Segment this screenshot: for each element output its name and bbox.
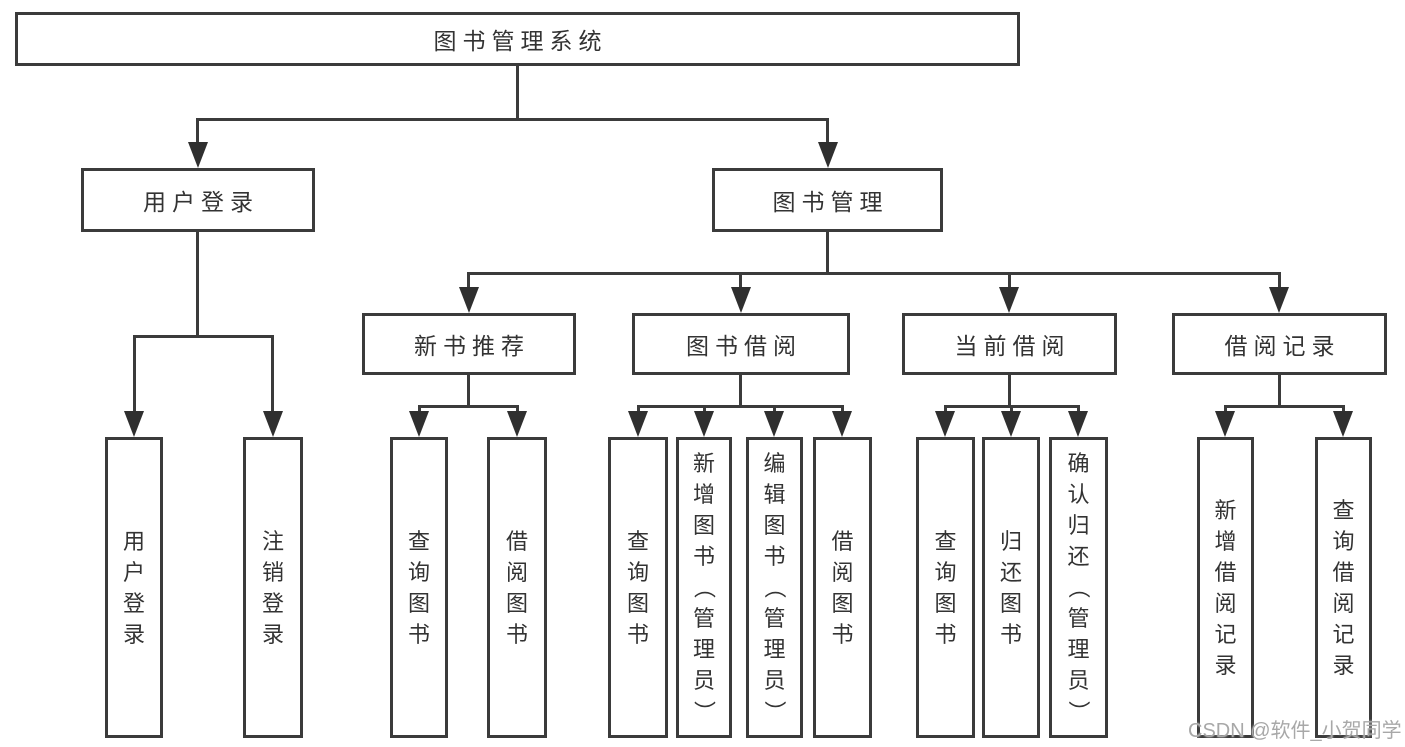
node-library-system: 图书管理系统 [15, 12, 1020, 66]
tree-connector-line [418, 405, 421, 416]
tree-connector-line [196, 232, 199, 337]
arrow-down-icon [694, 411, 714, 437]
tree-connector-line [773, 405, 776, 416]
tree-connector-line [516, 405, 519, 416]
node-leaf-edit-books-admin: 编辑图书（管理员） [746, 437, 803, 738]
tree-connector-line [1224, 405, 1345, 408]
node-leaf-query-books-2: 查询图书 [608, 437, 668, 738]
arrow-down-icon [818, 142, 838, 168]
tree-connector-line [133, 335, 136, 417]
node-leaf-borrow-books-2: 借阅图书 [813, 437, 872, 738]
tree-connector-line [467, 272, 470, 290]
tree-connector-line [196, 118, 199, 146]
node-current-borrowing: 当前借阅 [902, 313, 1117, 375]
tree-connector-line [1010, 405, 1013, 416]
arrow-down-icon [263, 411, 283, 437]
arrow-down-icon [628, 411, 648, 437]
tree-connector-line [418, 405, 519, 408]
arrow-down-icon [832, 411, 852, 437]
tree-connector-line [637, 405, 640, 416]
arrow-down-icon [507, 411, 527, 437]
node-leaf-confirm-return-admin: 确认归还（管理员） [1049, 437, 1108, 738]
tree-connector-line [944, 405, 947, 416]
arrow-down-icon [1001, 411, 1021, 437]
tree-connector-line [703, 405, 706, 416]
tree-connector-line [467, 272, 1281, 275]
node-leaf-user-login: 用户登录 [105, 437, 163, 738]
node-borrow-records: 借阅记录 [1172, 313, 1387, 375]
node-leaf-borrow-books-1: 借阅图书 [487, 437, 547, 738]
arrow-down-icon [764, 411, 784, 437]
tree-connector-line [826, 232, 829, 275]
node-leaf-query-borrow-record: 查询借阅记录 [1315, 437, 1372, 738]
tree-connector-line [841, 405, 844, 416]
tree-connector-line [1077, 405, 1080, 416]
arrow-down-icon [124, 411, 144, 437]
arrow-down-icon [999, 287, 1019, 313]
arrow-down-icon [188, 142, 208, 168]
node-leaf-query-books-3: 查询图书 [916, 437, 975, 738]
node-leaf-logout: 注销登录 [243, 437, 303, 738]
tree-connector-line [739, 375, 742, 408]
node-leaf-add-borrow-record: 新增借阅记录 [1197, 437, 1254, 738]
tree-connector-line [196, 118, 829, 121]
tree-connector-line [1278, 375, 1281, 408]
tree-connector-line [637, 405, 844, 408]
tree-connector-line [1224, 405, 1227, 416]
tree-connector-line [133, 335, 274, 338]
node-book-borrowing: 图书借阅 [632, 313, 850, 375]
node-leaf-query-books-1: 查询图书 [390, 437, 448, 738]
tree-connector-line [826, 118, 829, 146]
tree-connector-line [516, 66, 519, 121]
arrow-down-icon [1333, 411, 1353, 437]
node-leaf-add-books-admin: 新增图书（管理员） [676, 437, 732, 738]
csdn-watermark: CSDN @软件_小贺同学 [1188, 720, 1402, 742]
arrow-down-icon [731, 287, 751, 313]
arrow-down-icon [409, 411, 429, 437]
arrow-down-icon [1068, 411, 1088, 437]
node-book-management: 图书管理 [712, 168, 943, 232]
arrow-down-icon [935, 411, 955, 437]
arrow-down-icon [1215, 411, 1235, 437]
tree-connector-line [1008, 272, 1011, 290]
tree-connector-line [467, 375, 470, 408]
tree-connector-line [1342, 405, 1345, 416]
tree-connector-line [271, 335, 274, 417]
tree-connector-line [1008, 375, 1011, 408]
arrow-down-icon [459, 287, 479, 313]
node-leaf-return-books: 归还图书 [982, 437, 1040, 738]
tree-connector-line [739, 272, 742, 290]
tree-connector-line [1278, 272, 1281, 290]
node-new-book-recommend: 新书推荐 [362, 313, 576, 375]
arrow-down-icon [1269, 287, 1289, 313]
node-user-login: 用户登录 [81, 168, 315, 232]
